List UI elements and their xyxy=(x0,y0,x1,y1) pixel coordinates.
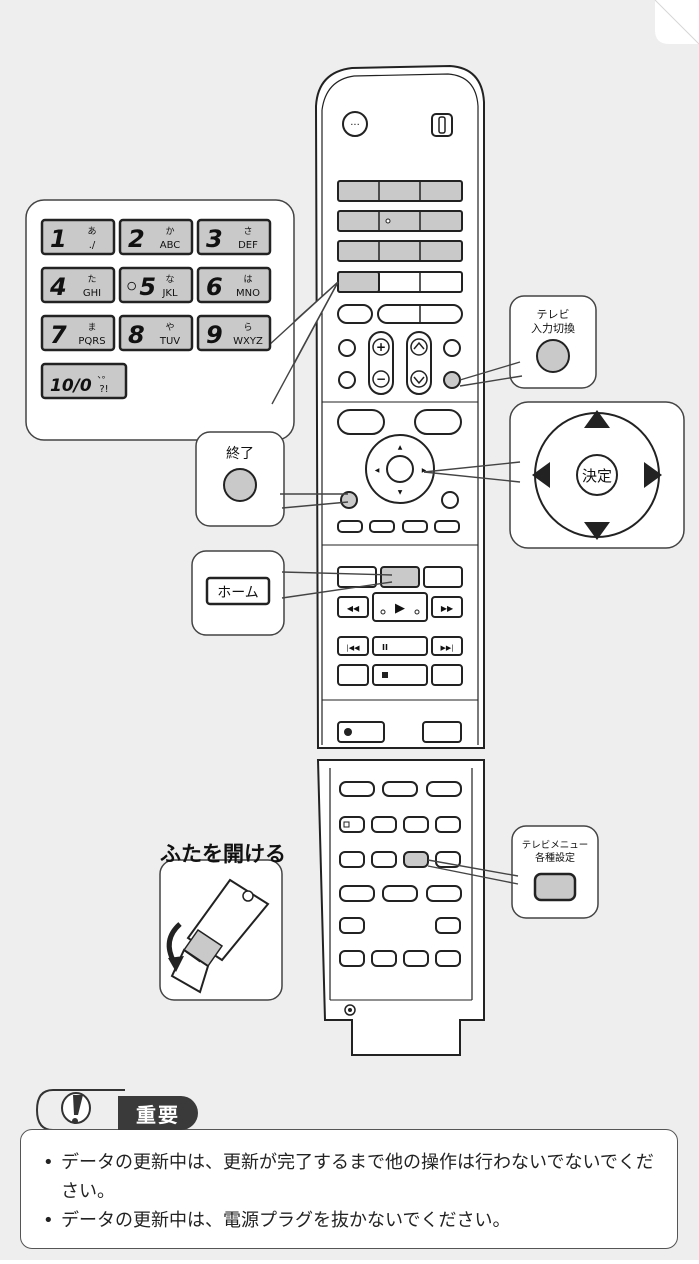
svg-text:+: + xyxy=(376,340,386,354)
numpad-key-number: 10/0 xyxy=(50,376,92,396)
numpad-key-number: 1 xyxy=(50,225,67,253)
svg-text:▶: ▶ xyxy=(395,601,405,616)
numpad-key-number: 9 xyxy=(206,321,223,349)
important-icon xyxy=(33,1085,129,1135)
numpad-key-kana: さ xyxy=(243,226,252,237)
numpad-key-letters: MNO xyxy=(236,288,260,299)
svg-text:▲: ▲ xyxy=(398,444,403,451)
numpad-key-kana: ら xyxy=(243,322,252,333)
numpad-key-3[interactable]: 3 さ DEF xyxy=(196,218,272,256)
numpad-key-kana: ま xyxy=(87,322,96,333)
numpad-key-2[interactable]: 2 か ABC xyxy=(118,218,194,256)
home-label: ホーム xyxy=(217,585,259,601)
numpad-key-kana: な xyxy=(165,274,174,285)
tv-menu-button[interactable] xyxy=(533,872,577,902)
numpad-key-10-0[interactable]: 10/0 、。?! xyxy=(40,362,128,400)
svg-text:|◀◀: |◀◀ xyxy=(346,644,360,652)
svg-text:II: II xyxy=(382,643,388,652)
tv-input-button-small[interactable] xyxy=(443,371,461,389)
numpad-key-letters: JKL xyxy=(161,288,178,299)
home-button-small[interactable] xyxy=(380,566,420,588)
numpad-key-letters: ./ xyxy=(89,240,96,251)
tv-input-button[interactable] xyxy=(536,339,570,373)
numpad-key-letters: DEF xyxy=(238,240,258,251)
end-button-small[interactable] xyxy=(340,491,358,509)
numpad-key-letters: PQRS xyxy=(78,336,105,347)
tv-menu-callout xyxy=(511,825,599,919)
numpad-key-kana: か xyxy=(165,226,174,237)
tv-input-label-line1: テレビ xyxy=(537,308,570,321)
important-item: データの更新中は、電源プラグを抜かないでください。 xyxy=(41,1206,657,1235)
numpad-key-4[interactable]: 4 た GHI xyxy=(40,266,116,304)
svg-text:−: − xyxy=(376,372,386,386)
home-button[interactable] xyxy=(205,576,271,606)
svg-text:▶: ▶ xyxy=(422,467,427,474)
tv-menu-label-line1: テレビメニュー xyxy=(522,840,589,851)
important-note: データの更新中は、更新が完了するまで他の操作は行わないでないでください。 データ… xyxy=(20,1129,678,1249)
numpad-key-8[interactable]: 8 や TUV xyxy=(118,314,194,352)
tv-menu-button-small[interactable] xyxy=(403,851,429,868)
important-item: データの更新中は、更新が完了するまで他の操作は行わないでないでください。 xyxy=(41,1148,657,1206)
dpad-up-arrow[interactable] xyxy=(584,410,610,428)
numpad-key-letters: ABC xyxy=(160,240,181,251)
numpad-key-7[interactable]: 7 ま PQRS xyxy=(40,314,116,352)
remote-number-grid xyxy=(337,180,463,293)
numpad-key-number: 6 xyxy=(206,273,223,301)
numpad-key-kana: あ xyxy=(87,226,96,237)
remote-top-buttons: ··· xyxy=(342,111,453,137)
svg-text:◀◀: ◀◀ xyxy=(347,604,360,613)
open-lid-title: ふたを開ける xyxy=(160,842,286,866)
open-lid-illustration xyxy=(159,859,283,1001)
numpad-key-6[interactable]: 6 は MNO xyxy=(196,266,272,304)
numpad-key-number: 4 xyxy=(49,273,67,301)
important-label: 重要 xyxy=(118,1096,198,1130)
volume-channel-keys: + − xyxy=(338,331,461,395)
dpad-down-arrow[interactable] xyxy=(584,522,610,540)
numpad-key-number: 3 xyxy=(206,225,223,253)
numpad-key-letters: GHI xyxy=(83,288,101,299)
option-button[interactable] xyxy=(342,111,368,137)
numpad-key-5[interactable]: ◦5 な JKL xyxy=(118,266,194,304)
numpad-key-kana: 、。 xyxy=(97,371,111,381)
numpad-key-number: ◦5 xyxy=(124,273,156,301)
lid-keys xyxy=(339,781,462,967)
dpad-enter-button[interactable] xyxy=(576,454,618,496)
numpad-keys: 1 あ ./ 2 か ABC 3 さ DEF 4 た GHI ◦5 な JKL 6 は MNO 7 ま PQRS 8 や TU… xyxy=(40,218,272,400)
end-button[interactable] xyxy=(223,468,257,502)
tv-menu-label-line2: 各種設定 xyxy=(535,851,575,864)
svg-text:▶▶|: ▶▶| xyxy=(440,644,453,652)
numpad-key-kana: た xyxy=(87,274,96,285)
numpad-key-number: 7 xyxy=(50,321,67,349)
remote-dpad: ▲ ▼ ◀ ▶ xyxy=(365,434,435,504)
numpad-key-9[interactable]: 9 ら WXYZ xyxy=(196,314,272,352)
numpad-key-number: 2 xyxy=(128,225,145,253)
numpad-key-number: 8 xyxy=(128,321,145,349)
numpad-key-letters: WXYZ xyxy=(233,336,263,347)
numpad-key-1[interactable]: 1 あ ./ xyxy=(40,218,116,256)
dpad-right-arrow[interactable] xyxy=(644,462,662,488)
numpad-key-letters: ?! xyxy=(99,384,108,395)
numpad-key-letters: TUV xyxy=(159,336,180,347)
svg-text:◀: ◀ xyxy=(375,467,380,474)
numpad-key-kana: や xyxy=(165,322,174,333)
svg-text:···: ··· xyxy=(350,120,360,131)
tv-input-label-line2: 入力切換 xyxy=(531,322,575,335)
end-label: 終了 xyxy=(226,446,254,462)
svg-text:▶▶: ▶▶ xyxy=(441,604,454,613)
dpad-left-arrow[interactable] xyxy=(532,462,550,488)
numpad-key-kana: は xyxy=(243,274,252,285)
svg-text:▼: ▼ xyxy=(398,489,403,496)
dpad-enter-label: 決定 xyxy=(582,467,612,485)
